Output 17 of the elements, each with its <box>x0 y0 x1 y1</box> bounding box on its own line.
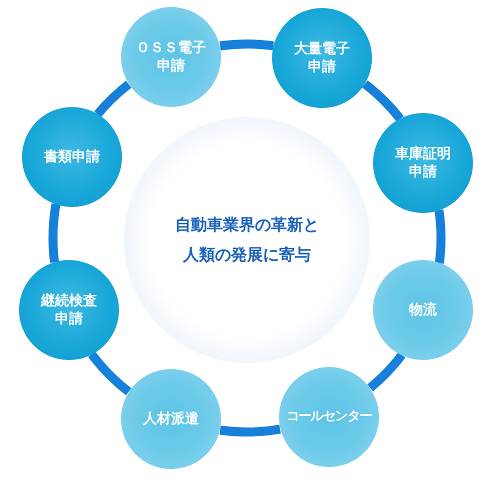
ring-arc <box>434 210 446 264</box>
center-label: 自動車業界の革新と人類の発展に寄与 <box>174 214 320 266</box>
circle-label: 書類申請 <box>44 148 100 166</box>
circle-label: 車庫証明申請 <box>394 145 452 181</box>
ring-arc <box>88 351 132 396</box>
circle-label: 大量電子申請 <box>293 40 351 76</box>
circle-label: 物流 <box>409 301 437 319</box>
ring-arc <box>362 80 404 122</box>
ring-arc <box>94 80 132 118</box>
circle-label: コールセンター <box>286 409 372 425</box>
ring-arc <box>220 40 274 50</box>
ring-arc <box>220 424 281 436</box>
circle-label: 人材派遣 <box>143 410 199 428</box>
ring-arc <box>367 352 406 392</box>
circle-label: 継続検査申請 <box>40 292 98 328</box>
circle-label: ＯＳＳ電子申請 <box>135 39 207 75</box>
ring-arc <box>48 204 60 263</box>
